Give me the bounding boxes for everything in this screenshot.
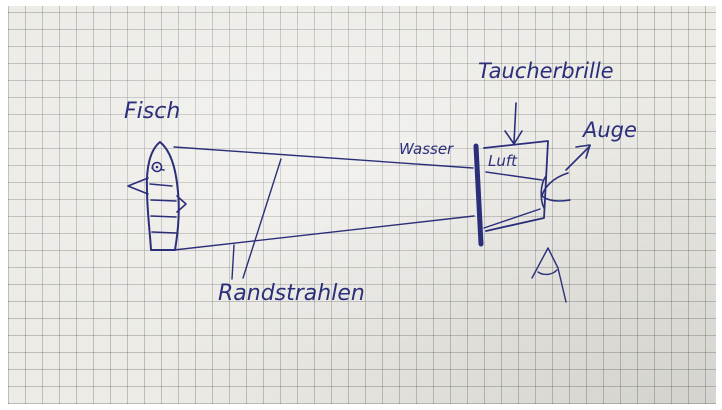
label-air: Luft [488,152,518,170]
goggles-arrow [504,102,523,145]
eye-drawing [531,144,591,303]
light-rays [173,146,543,251]
label-fish: Fisch [124,99,180,124]
label-water: Wasser [399,140,454,158]
water-boundary [473,140,549,247]
label-eye: Auge [581,118,637,142]
fish-drawing [127,141,187,251]
label-goggles: Taucherbrille [478,59,614,83]
edge-rays-pointers [231,158,282,280]
graph-paper [8,6,716,404]
label-edge-rays: Randstrahlen [218,281,365,306]
